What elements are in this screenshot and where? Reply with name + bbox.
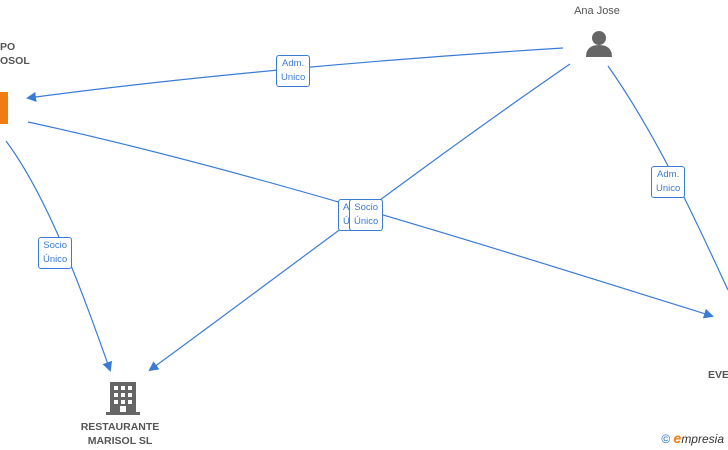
edge-label-adm-right-line2: Unico (656, 183, 681, 194)
edge-label-cross-front-line2: Único (354, 216, 379, 227)
edge-label-socio-left-line2: Único (43, 254, 68, 265)
edge-label-cross-back-line1: A (343, 202, 350, 213)
edge-label-adm-right-line1: Adm. (657, 169, 680, 180)
empresia-watermark: © empresia (661, 430, 724, 446)
edge-label-cross-front: Socio Único (349, 199, 384, 231)
company-left-icon (0, 92, 8, 124)
copyright-symbol: © (661, 432, 671, 446)
edge-label-socio-left: Socio Único (38, 237, 73, 269)
edge-label-socio-left-line1: Socio (43, 240, 68, 251)
right-company-label: EVE (708, 369, 728, 381)
edge-label-adm-left-line2: Unico (281, 72, 306, 83)
brand-e: e (673, 430, 682, 446)
company-left-line1: PO (0, 41, 16, 53)
restaurant-line1: RESTAURANTE (80, 421, 160, 433)
edge-label-adm-left: Adm. Unico (276, 55, 311, 87)
restaurant-label: RESTAURANTE MARISOL SL (70, 420, 170, 448)
edge-label-adm-left-line1: Adm. (282, 58, 305, 69)
building-icon (106, 382, 140, 415)
edge-label-adm-right: Adm. Unico (651, 166, 686, 198)
restaurant-line2: MARISOL SL (87, 435, 153, 447)
edge-label-cross-front-line1: Socio (354, 202, 379, 213)
edge-label-cross-back-line2: Ú (343, 216, 350, 227)
person-name: Ana Jose (574, 5, 620, 17)
person-icon (586, 31, 612, 57)
company-left-line2: OSOL (0, 55, 30, 67)
company-left-label: PO OSOL (0, 40, 30, 68)
brand-rest: mpresia (681, 432, 724, 446)
